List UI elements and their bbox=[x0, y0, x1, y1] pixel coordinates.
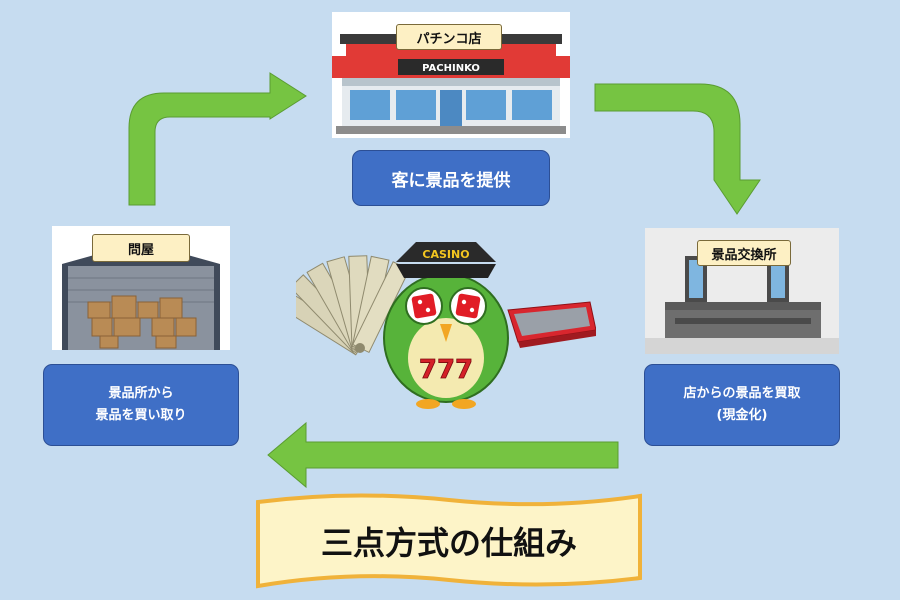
mascot-hat-text: CASINO bbox=[422, 248, 469, 261]
step-buy-text-line1: 店からの景品を買取 bbox=[683, 386, 801, 401]
pachinko-shop-panel: PACHINKO パチンコ店 bbox=[332, 12, 570, 138]
mascot-belly-text: 777 bbox=[419, 355, 473, 385]
wholesaler-panel: 問屋 bbox=[52, 226, 230, 350]
wholesaler-illustration bbox=[62, 242, 220, 350]
exchange-panel: 景品交換所 bbox=[645, 228, 839, 354]
arrow-exchange-to-wholesaler bbox=[267, 421, 619, 489]
owl-mascot-icon: CASINO 777 bbox=[383, 242, 509, 409]
step-buy-box: 店からの景品を買取 (現金化) bbox=[644, 364, 840, 446]
step-rebuy-text-line2: 景品を買い取り bbox=[95, 408, 187, 423]
mascot-group: CASINO 777 bbox=[296, 242, 596, 409]
pachinko-ball-tray-icon bbox=[507, 301, 596, 348]
step-provide-text: 客に景品を提供 bbox=[391, 170, 511, 191]
step-provide-box: 客に景品を提供 bbox=[352, 150, 550, 206]
arrow-wholesaler-to-shop bbox=[128, 72, 307, 206]
arrow-shop-to-exchange bbox=[594, 83, 761, 215]
shop-sign-text: PACHINKO bbox=[422, 63, 480, 74]
step-buy-text-line2: (現金化) bbox=[716, 408, 768, 423]
step-rebuy-text-line1: 景品所から bbox=[108, 386, 174, 401]
step-rebuy-box: 景品所から 景品を買い取り bbox=[43, 364, 239, 446]
title-banner bbox=[256, 493, 642, 589]
shop-label: パチンコ店 bbox=[396, 24, 502, 50]
exchange-label: 景品交換所 bbox=[697, 240, 791, 266]
banknotes-icon bbox=[296, 255, 410, 356]
wholesaler-label: 問屋 bbox=[92, 234, 190, 262]
page-title: 三点方式の仕組み bbox=[320, 524, 577, 562]
